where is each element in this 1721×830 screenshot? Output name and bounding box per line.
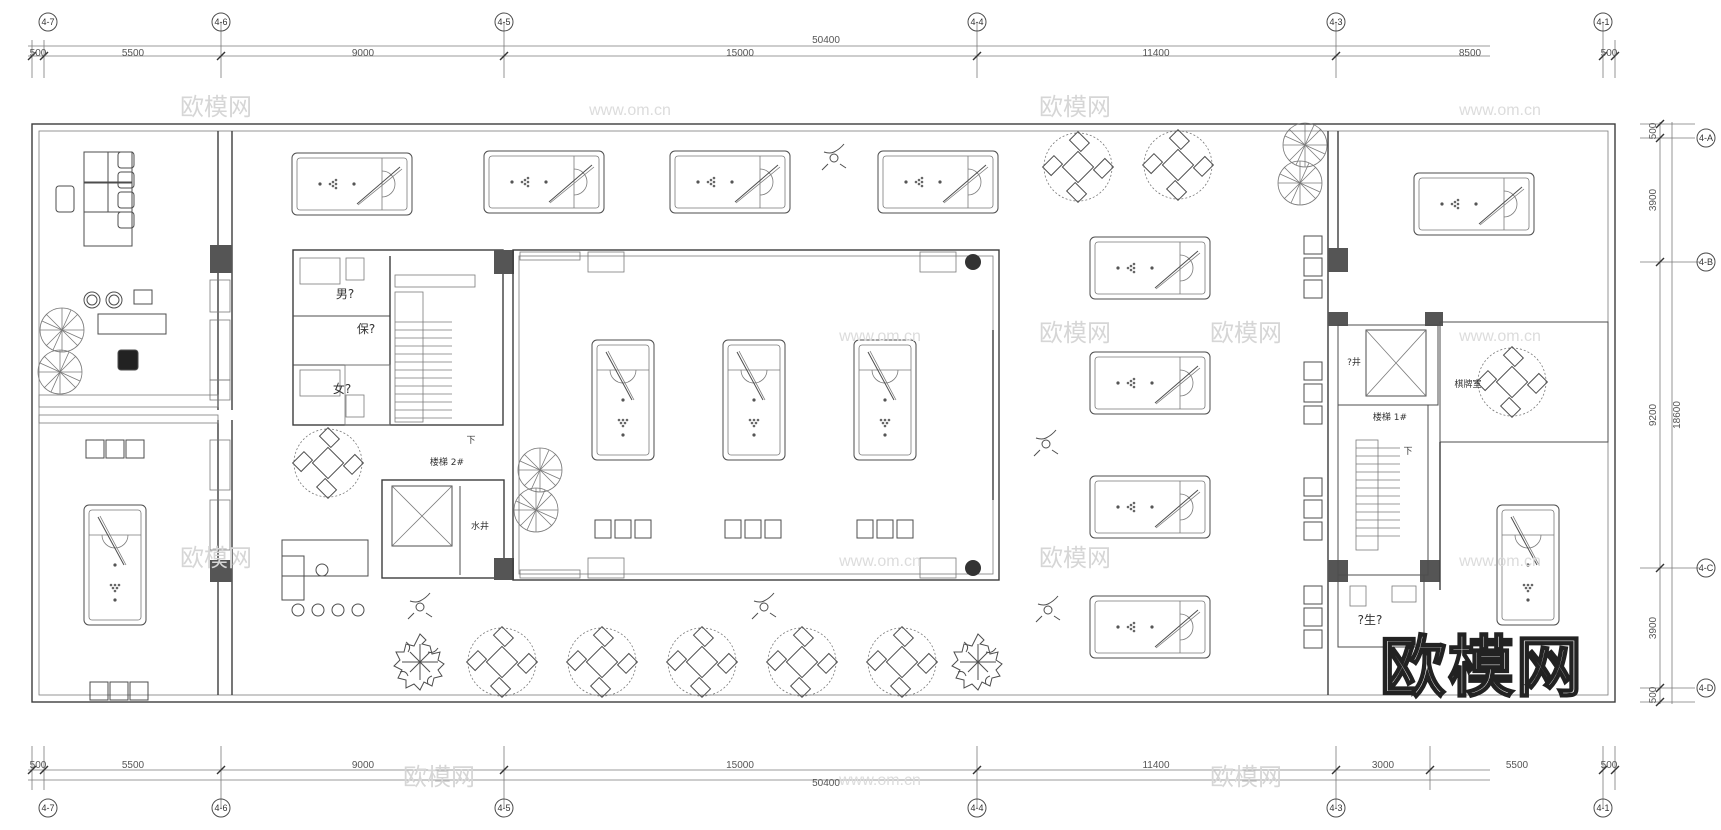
watermark-brand: 欧模网 [1039,544,1111,572]
top-dimension-value: 500 [30,48,47,59]
bottom-dimension-value: 3000 [1372,760,1395,771]
bottom-dimension-value: 500 [1601,760,1618,771]
stair-2-treads [394,274,476,423]
axis-label-bottom: 4-4 [970,803,983,813]
right-core [1303,131,1609,695]
right-dimension-value: 500 [1648,686,1659,703]
watermark-brand: 欧模网 [1039,319,1111,347]
axis-label-top: 4-7 [41,17,54,27]
axis-label-bottom: 4-7 [41,803,54,813]
axis-label-top: 4-5 [497,17,510,27]
watermark-url: www.om.cn [588,102,671,119]
axis-label-top: 4-6 [214,17,227,27]
watermark-brand: 欧模网 [1210,763,1282,791]
top-dimension-value: 15000 [726,48,754,59]
people [407,143,1061,623]
stair-2-down-label: 下 [466,436,475,446]
bottom-dimension-value: 15000 [726,760,754,771]
axis-label-bottom: 4-5 [497,803,510,813]
watermark-url: www.om.cn [838,553,921,570]
axis-label-right: 4-A [1699,133,1713,143]
brand-logo: 欧模网 [1380,629,1584,706]
bottom-total-dimension: 50400 [812,778,840,789]
axis-label-right: 4-C [1699,563,1714,573]
bottom-dimension-lines [27,746,1620,808]
watermark-url: www.om.cn [1458,553,1541,570]
room-label-female-toilet: 女? [333,381,351,396]
room-label-card-room: 棋牌室 [1454,378,1481,390]
axis-bubbles-right [1696,128,1716,698]
axis-label-top: 4-4 [970,17,983,27]
axis-bubbles-bottom [38,798,1613,818]
bottom-dimension-value: 5500 [122,760,145,771]
stair-1-down-label: 下 [1403,447,1412,457]
axis-bubbles-top [38,12,1613,32]
watermark-brand: 欧模网 [1210,319,1282,347]
room-label-stair-1: 楼梯 1# [1373,411,1407,423]
right-dimension-value: 3900 [1648,188,1659,211]
top-dimension-value: 8500 [1459,48,1482,59]
watermark-brand: 欧模网 [403,763,475,791]
watermark-brand: 欧模网 [1039,93,1111,121]
bottom-dimension-value: 500 [30,760,47,771]
top-total-dimension: 50400 [812,35,840,46]
room-label-cleaning: 保? [357,322,375,336]
bottom-row [281,427,1003,698]
watermark-url: www.om.cn [1458,328,1541,345]
room-label-toilet: ?生? [1358,613,1383,627]
top-dimension-lines [27,22,1620,78]
axis-label-top: 4-1 [1596,17,1609,27]
top-dimension-value: 9000 [352,48,375,59]
watermark-url: www.om.cn [1458,102,1541,119]
right-dimension-value: 500 [1648,122,1659,139]
axis-label-bottom: 4-3 [1329,803,1342,813]
room-label-stair-2: 楼梯 2# [430,456,464,468]
right-middle-tables [1042,122,1328,659]
right-dimension-value: 9200 [1648,403,1659,426]
top-dimension-value: 500 [1601,48,1618,59]
right-dimension-value: 3900 [1648,616,1659,639]
room-label-water-well: 水井 [471,520,489,532]
top-dimension-value: 5500 [122,48,145,59]
watermark-brand: 欧模网 [180,544,252,572]
upper-tables [291,150,999,216]
right-total-dimension: 18600 [1672,401,1683,429]
core-left [292,249,514,580]
axis-label-right: 4-D [1699,683,1714,693]
axis-label-top: 4-3 [1329,17,1342,27]
top-dimension-value: 11400 [1142,48,1170,59]
room-label-male-toilet: 男? [336,287,354,301]
left-zone [37,131,233,701]
watermark-url: www.om.cn [838,772,921,789]
bottom-dimension-value: 9000 [352,760,375,771]
axis-label-bottom: 4-1 [1596,803,1609,813]
axis-label-right: 4-B [1699,257,1713,267]
watermark-url: www.om.cn [838,328,921,345]
bottom-dimension-value: 11400 [1142,760,1170,771]
right-dimension-lines [1640,119,1700,707]
watermark-brand: 欧模网 [180,93,252,121]
central-room [512,249,1000,581]
room-label-shaft: ?井 [1347,356,1361,368]
bottom-dimension-value: 5500 [1506,760,1529,771]
axis-label-bottom: 4-6 [214,803,227,813]
